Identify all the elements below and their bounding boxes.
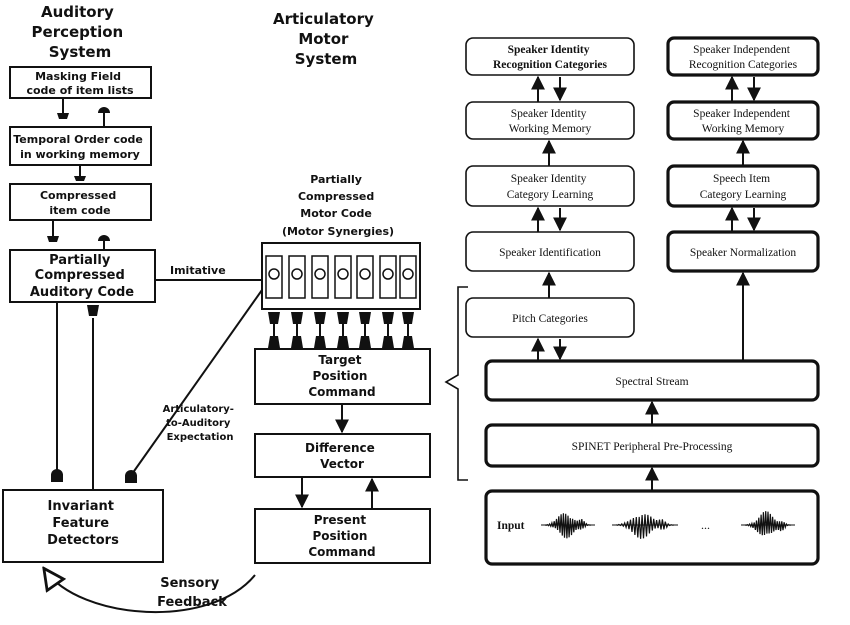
adaptive-filter-connections-left (47, 98, 110, 250)
synergy-node (268, 268, 280, 280)
expectation-endpoint (125, 470, 137, 483)
sensory-feedback-label: Sensory Feedback (157, 576, 227, 610)
waveform (744, 511, 792, 536)
synergy-connector-top (314, 312, 326, 324)
auditory-system-title: Auditory Perception System (32, 3, 129, 61)
temporal-order-label: Temporal Order code in working memory (13, 133, 146, 161)
synergy-node (402, 268, 414, 280)
difference-vector-box (254, 433, 431, 478)
compressed-item-label: Compressed item code (40, 189, 120, 217)
spinet-label: SPINET Peripheral Pre-Processing (572, 441, 733, 453)
waveform (615, 514, 675, 539)
synergy-node (314, 268, 326, 280)
auditory-code-label: Partially Compressed Auditory Code (30, 253, 134, 300)
motor-code-title: Partially Compressed Motor Code (Motor S… (282, 173, 394, 238)
synergy-node (359, 268, 371, 280)
speaker-identity-wm-box (465, 101, 635, 140)
synergy-connector-bottom (291, 336, 303, 348)
synergy-connector-top (382, 312, 394, 324)
speaker-independent-recognition-box (666, 36, 820, 77)
synergy-connector-bottom (337, 336, 349, 348)
masking-field-box (9, 66, 152, 99)
imitative-label: Imitative (170, 264, 226, 277)
synergy-node (382, 268, 394, 280)
spectral-stream-box (484, 359, 820, 402)
synergy-node (291, 268, 303, 280)
speaker-independent-recognition-label: Speaker Independent Recognition Categori… (689, 44, 798, 71)
synergy-connector-bottom (359, 336, 371, 348)
synergy-connector-bottom (382, 336, 394, 348)
speaker-identity-recognition-box (465, 37, 635, 76)
expectation-label: Articulatory- to-Auditory Expectation (163, 404, 238, 443)
synergy-connector-bottom (268, 336, 280, 348)
speaker-independent-wm-box (666, 100, 820, 141)
speaker-identity-recognition-label: Speaker Identity Recognition Categories (493, 44, 608, 71)
masking-field-label: Masking Field code of item lists (26, 70, 134, 97)
right-arrows (531, 75, 761, 491)
synergy-connector-top (359, 312, 371, 324)
present-position-label: Present Position Command (308, 513, 375, 559)
synergy-connector-top (337, 312, 349, 324)
synergy-connector-top (291, 312, 303, 324)
synergy-connector-top (402, 312, 414, 324)
target-position-label: Target Position Command (308, 353, 375, 399)
speaker-independent-wm-label: Speaker Independent Working Memory (693, 108, 793, 135)
compressed-item-box (9, 183, 152, 221)
synergy-connector-bottom (314, 336, 326, 348)
synergy-node (337, 268, 349, 280)
invariant-feature-label: Invariant Feature Detectors (47, 499, 119, 548)
target-position-box (254, 348, 431, 405)
present-position-box (254, 508, 431, 564)
speaker-normalization-box (666, 230, 820, 273)
input-waveforms (541, 511, 795, 539)
auditory-code-box (9, 249, 156, 303)
invariant-feature-box (2, 489, 164, 563)
input-ellipsis: ... (701, 518, 710, 532)
speaker-identification-label: Speaker Identification (499, 247, 601, 259)
synergy-connector-bottom (402, 336, 414, 348)
speaker-identity-wm-label: Speaker Identity Working Memory (509, 108, 592, 135)
speaker-identity-category-label: Speaker Identity Category Learning (507, 173, 594, 201)
motor-system-title: Articulatory Motor System (273, 10, 379, 68)
speaker-identification-box (465, 231, 635, 272)
expectation-line (131, 289, 263, 475)
spectral-stream-label: Spectral Stream (615, 376, 688, 388)
difference-vector-label: Difference Vector (305, 441, 379, 471)
input-label: Input (497, 520, 525, 532)
auditory-detector-connections (51, 302, 99, 490)
speaker-normalization-label: Speaker Normalization (690, 247, 797, 259)
pitch-categories-label: Pitch Categories (512, 313, 588, 325)
waveform (544, 513, 592, 539)
motor-synergies-box (261, 242, 421, 310)
synergy-connector-top (268, 312, 280, 324)
sensory-feedback-curve (45, 570, 256, 614)
speech-item-category-label: Speech Item Category Learning (700, 173, 787, 201)
grouping-brace (444, 286, 468, 481)
